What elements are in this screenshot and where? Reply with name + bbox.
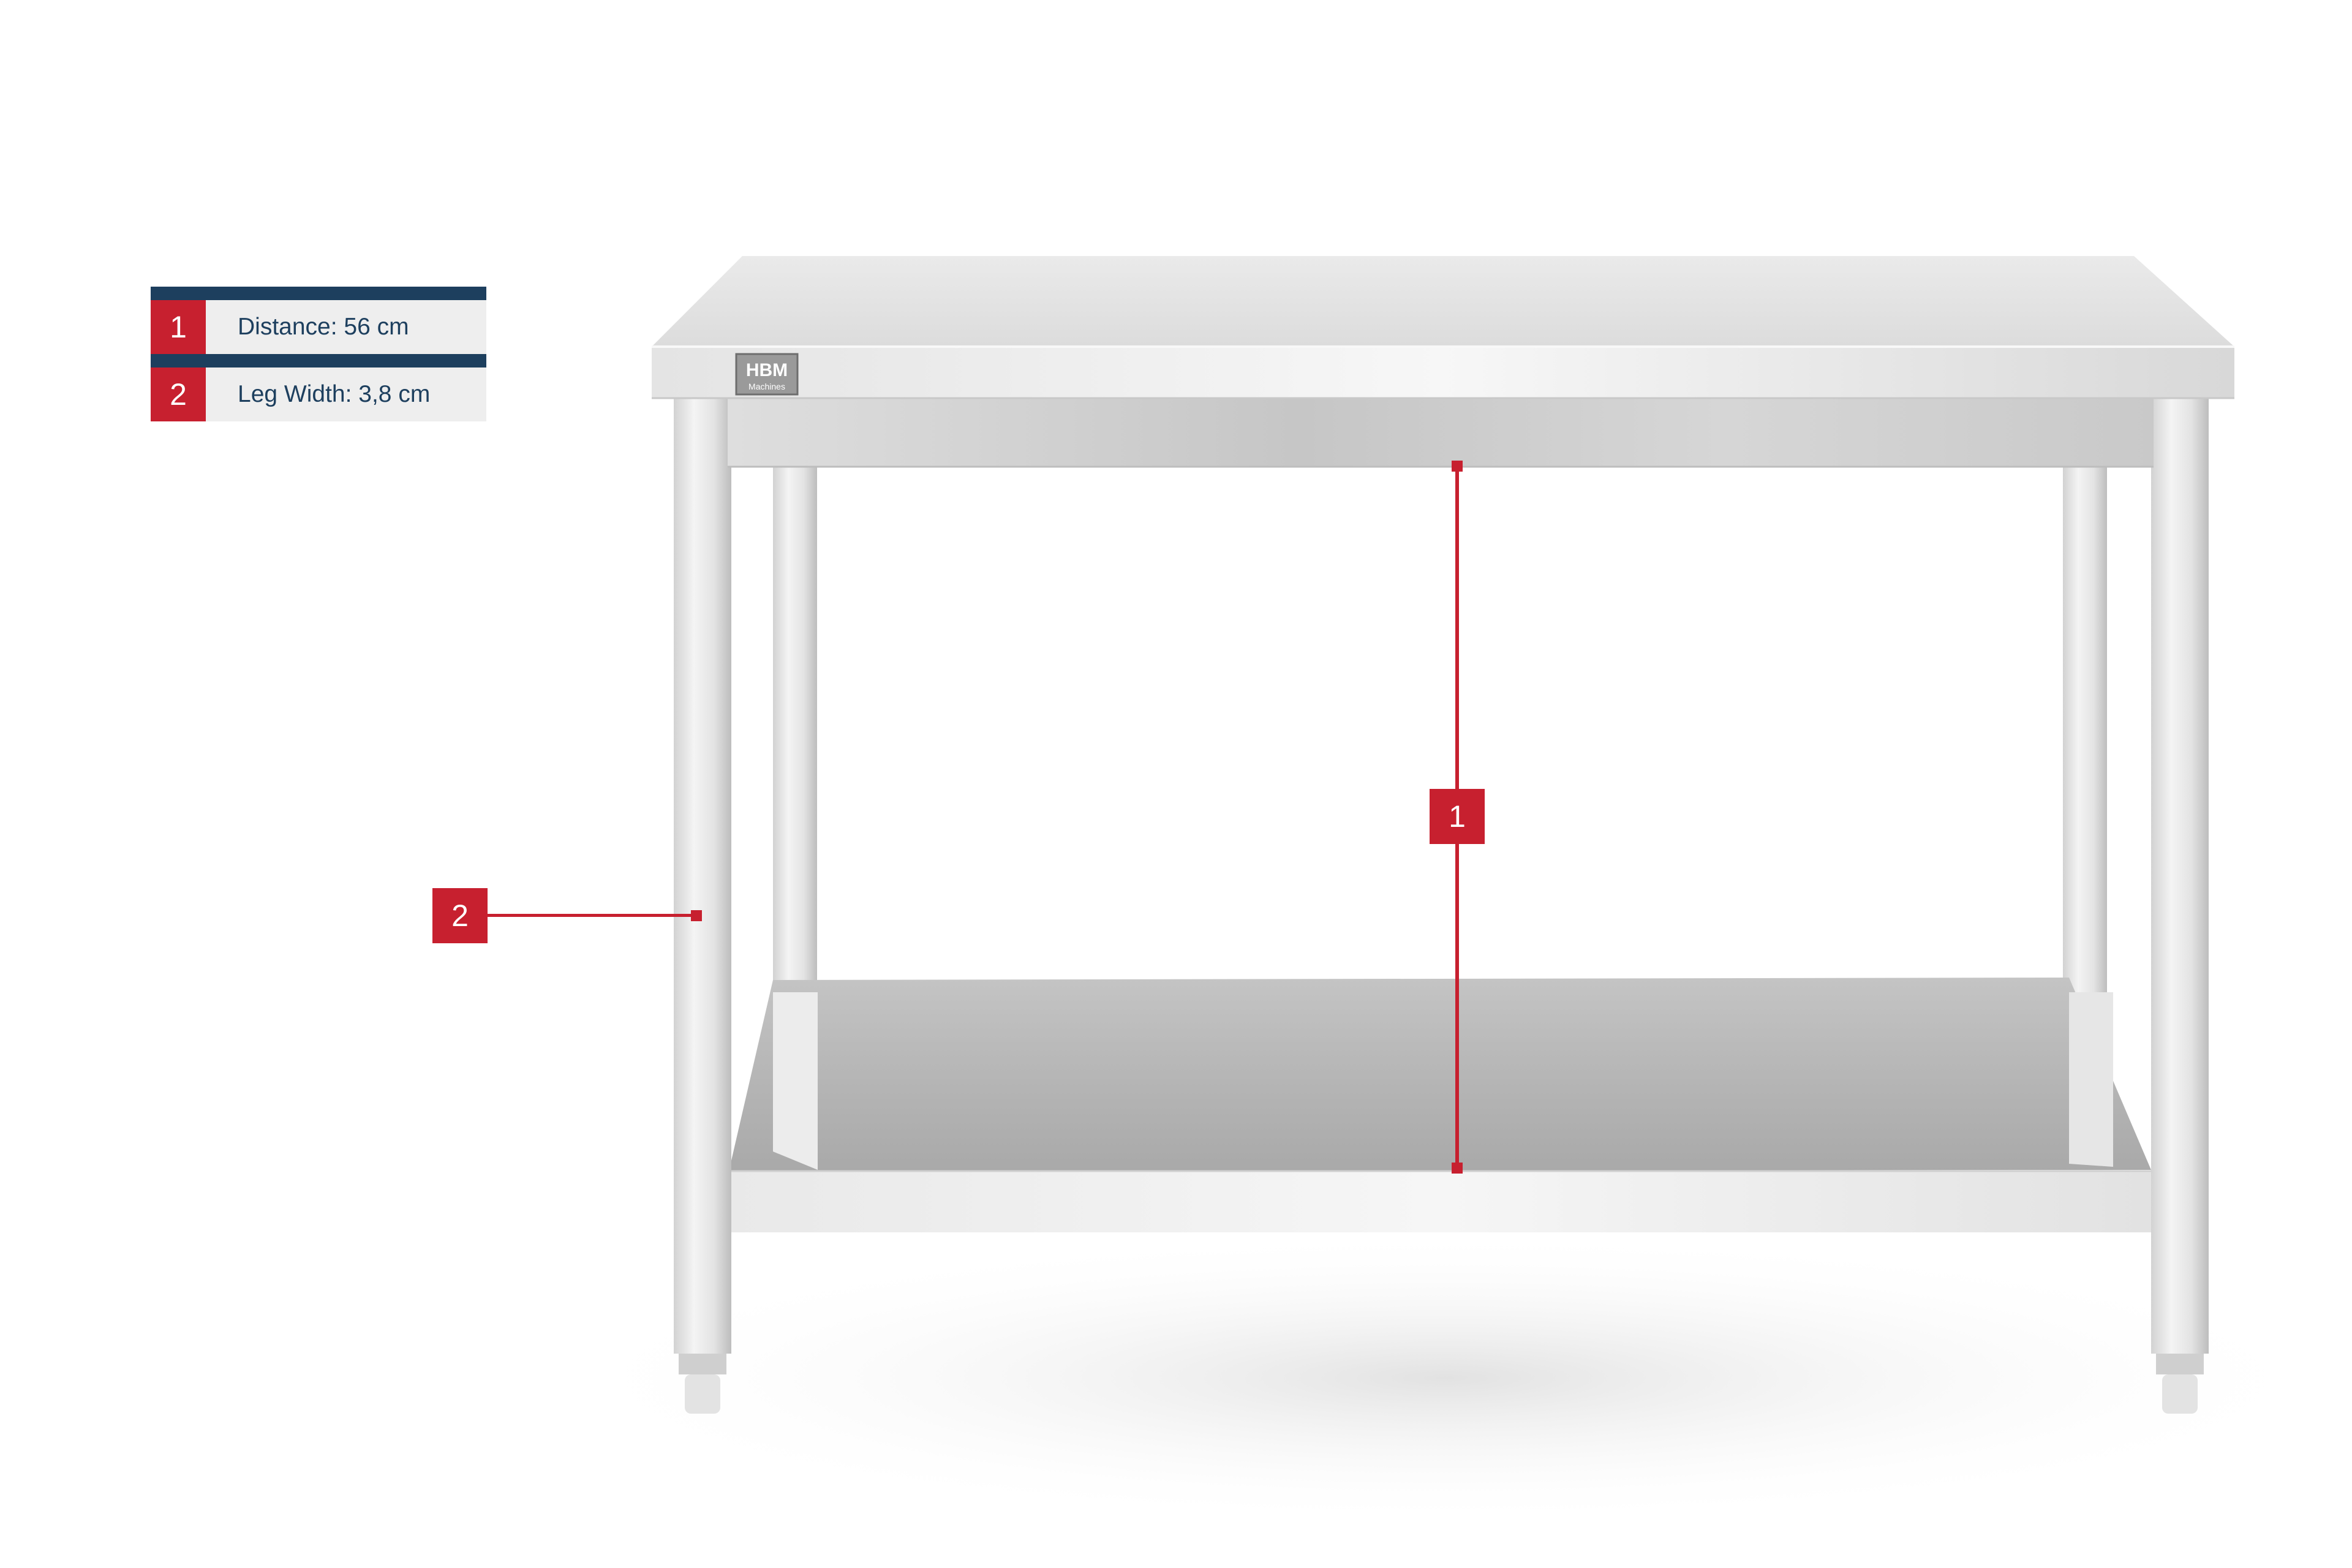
leg-width-leader-line: [488, 914, 696, 917]
front-right-foot-ring: [2156, 1354, 2204, 1374]
front-left-foot-ring: [679, 1354, 726, 1374]
legend-item: 2 Leg Width: 3,8 cm: [151, 368, 486, 421]
legend-item-label: Leg Width: 3,8 cm: [238, 381, 431, 407]
leg-width-callout-badge: 2: [432, 888, 488, 943]
lower-shelf-side-left: [773, 992, 818, 1170]
table-top-front-edge: [652, 347, 2234, 398]
brand-logo-text: HBM: [746, 360, 788, 380]
legend-item: 1 Distance: 56 cm: [151, 300, 486, 354]
dimension-legend: 1 Distance: 56 cm 2 Leg Width: 3,8 cm: [151, 287, 486, 421]
legend-item-number: 1: [151, 300, 206, 354]
legend-divider: [151, 287, 486, 300]
floor-shadow: [539, 1231, 2352, 1525]
legend-item-label: Distance: 56 cm: [238, 314, 409, 340]
distance-marker-bottom: [1452, 1163, 1463, 1174]
front-left-leg: [674, 398, 731, 1354]
front-apron: [728, 398, 2154, 467]
lower-shelf: [729, 978, 2151, 1171]
distance-marker-top: [1452, 461, 1463, 472]
lower-shelf-side-right: [2069, 992, 2113, 1167]
front-right-foot: [2162, 1374, 2198, 1414]
distance-callout-badge: 1: [1430, 789, 1485, 844]
leg-width-marker: [691, 910, 702, 921]
lower-shelf-front: [729, 1171, 2151, 1232]
brand-logo: HBM Machines: [735, 353, 799, 396]
front-left-foot: [685, 1374, 720, 1414]
front-right-leg: [2151, 398, 2209, 1354]
brand-logo-subtext: Machines: [748, 382, 785, 391]
table-top-surface: [652, 256, 2234, 347]
legend-item-number: 2: [151, 368, 206, 421]
legend-divider: [151, 354, 486, 368]
